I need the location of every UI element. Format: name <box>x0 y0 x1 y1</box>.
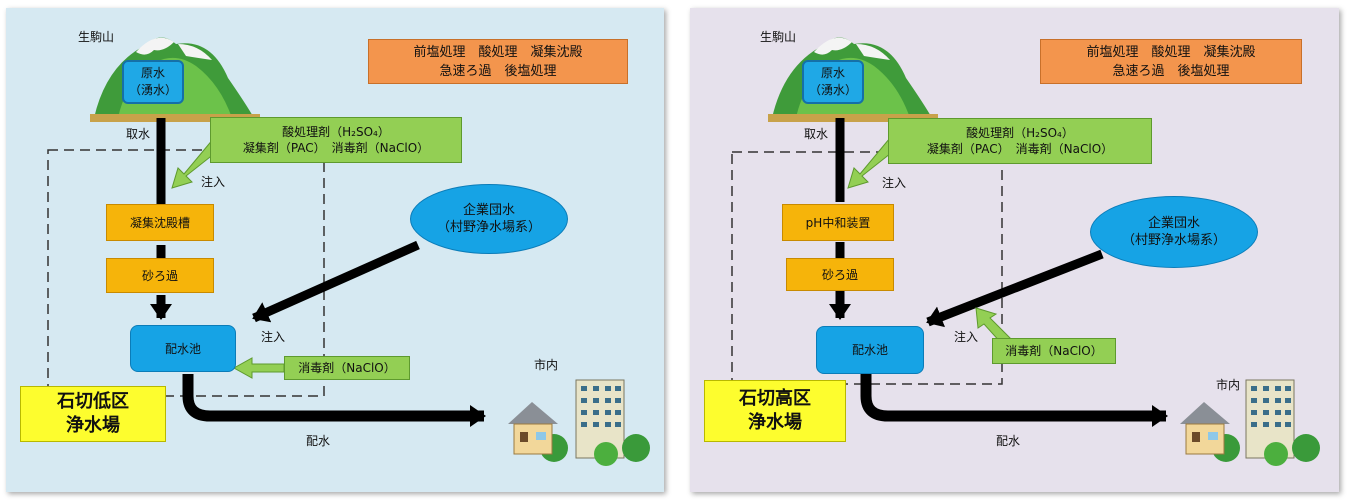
inject-label-1: 注入 <box>882 176 907 190</box>
chemicals-line1: 酸処理剤（H₂SO₄） <box>282 125 390 139</box>
city-buildings-icon <box>1180 379 1320 466</box>
treatment-tank-2: 砂ろ過 <box>786 258 894 291</box>
city-label: 市内 <box>534 358 559 372</box>
distribution-label: 配水 <box>996 434 1021 448</box>
inject-label-2: 注入 <box>261 330 286 344</box>
process-line2: 急速ろ過 後塩処理 <box>1112 63 1230 79</box>
process-line1: 前塩処理 酸処理 凝集沈殿 <box>413 44 583 60</box>
treatment-tank-1: 凝集沈殿槽 <box>106 204 214 241</box>
distribution-label: 配水 <box>306 434 331 448</box>
chemicals-box: 酸処理剤（H₂SO₄） 凝集剤（PAC） 消毒剤（NaClO） <box>888 118 1152 164</box>
source-line2: （湧水） <box>128 83 177 97</box>
city-label: 市内 <box>1216 378 1241 392</box>
right-diagram-panel: 生駒山 原水 （湧水） 取水 前塩処理 酸処理 凝集沈殿 急速ろ過 後塩処理 酸… <box>690 8 1339 492</box>
corp-water-arrow <box>926 249 1104 328</box>
source-water-box: 原水 （湧水） <box>802 60 864 104</box>
chemicals-box: 酸処理剤（H₂SO₄） 凝集剤（PAC） 消毒剤（NaClO） <box>210 117 462 163</box>
plant-name-line1: 石切低区 <box>57 391 129 412</box>
plant-name-line2: 浄水場 <box>66 415 120 436</box>
distribution-reservoir: 配水池 <box>816 326 924 374</box>
corp-water-line1: 企業団水 <box>462 203 515 218</box>
disinfectant-box: 消毒剤（NaClO） <box>284 356 410 380</box>
chemicals-line1: 酸処理剤（H₂SO₄） <box>966 126 1074 140</box>
distribution-reservoir: 配水池 <box>130 325 236 372</box>
process-line1: 前塩処理 酸処理 凝集沈殿 <box>1086 44 1256 60</box>
injection-arrow-2 <box>232 357 285 379</box>
corp-water-ellipse: 企業団水 （村野浄水場系） <box>1090 196 1258 268</box>
inject-label-2: 注入 <box>954 330 979 344</box>
source-line2: （湧水） <box>808 83 857 97</box>
intake-label: 取水 <box>804 127 829 141</box>
intake-label: 取水 <box>126 127 151 141</box>
city-buildings-icon <box>508 379 650 466</box>
corp-water-line1: 企業団水 <box>1147 216 1200 231</box>
inject-label-1: 注入 <box>201 175 226 189</box>
chemicals-line2: 凝集剤（PAC） 消毒剤（NaClO） <box>242 141 430 155</box>
plant-name-line1: 石切高区 <box>739 388 811 409</box>
source-line1: 原水 <box>140 66 165 80</box>
process-line2: 急速ろ過 後塩処理 <box>439 63 557 79</box>
treatment-tank-2: 砂ろ過 <box>106 258 214 293</box>
process-list-box: 前塩処理 酸処理 凝集沈殿 急速ろ過 後塩処理 <box>368 39 628 84</box>
source-line1: 原水 <box>820 66 845 80</box>
plant-name-box: 石切低区 浄水場 <box>20 386 166 442</box>
distribution-arrow <box>182 374 486 427</box>
chemicals-line2: 凝集剤（PAC） 消毒剤（NaClO） <box>926 142 1114 156</box>
plant-name-line2: 浄水場 <box>748 412 802 433</box>
disinfectant-box: 消毒剤（NaClO） <box>992 338 1116 364</box>
corp-water-line2: （村野浄水場系） <box>1121 233 1226 248</box>
plant-boundary <box>731 151 1003 385</box>
corp-water-line2: （村野浄水場系） <box>436 220 541 235</box>
process-list-box: 前塩処理 酸処理 凝集沈殿 急速ろ過 後塩処理 <box>1040 39 1302 84</box>
distribution-arrow <box>860 374 1168 427</box>
corp-water-ellipse: 企業団水 （村野浄水場系） <box>410 184 568 254</box>
mountain-label: 生駒山 <box>78 30 115 44</box>
ph-neutralizer: pH中和装置 <box>782 204 894 241</box>
mountain-label: 生駒山 <box>760 30 797 44</box>
source-water-box: 原水 （湧水） <box>122 60 184 104</box>
corp-water-arrow <box>252 240 420 323</box>
plant-name-box: 石切高区 浄水場 <box>704 380 846 442</box>
left-diagram-panel: 生駒山 原水 （湧水） 取水 前塩処理 酸処理 凝集沈殿 急速ろ過 後塩処理 酸… <box>6 8 664 492</box>
